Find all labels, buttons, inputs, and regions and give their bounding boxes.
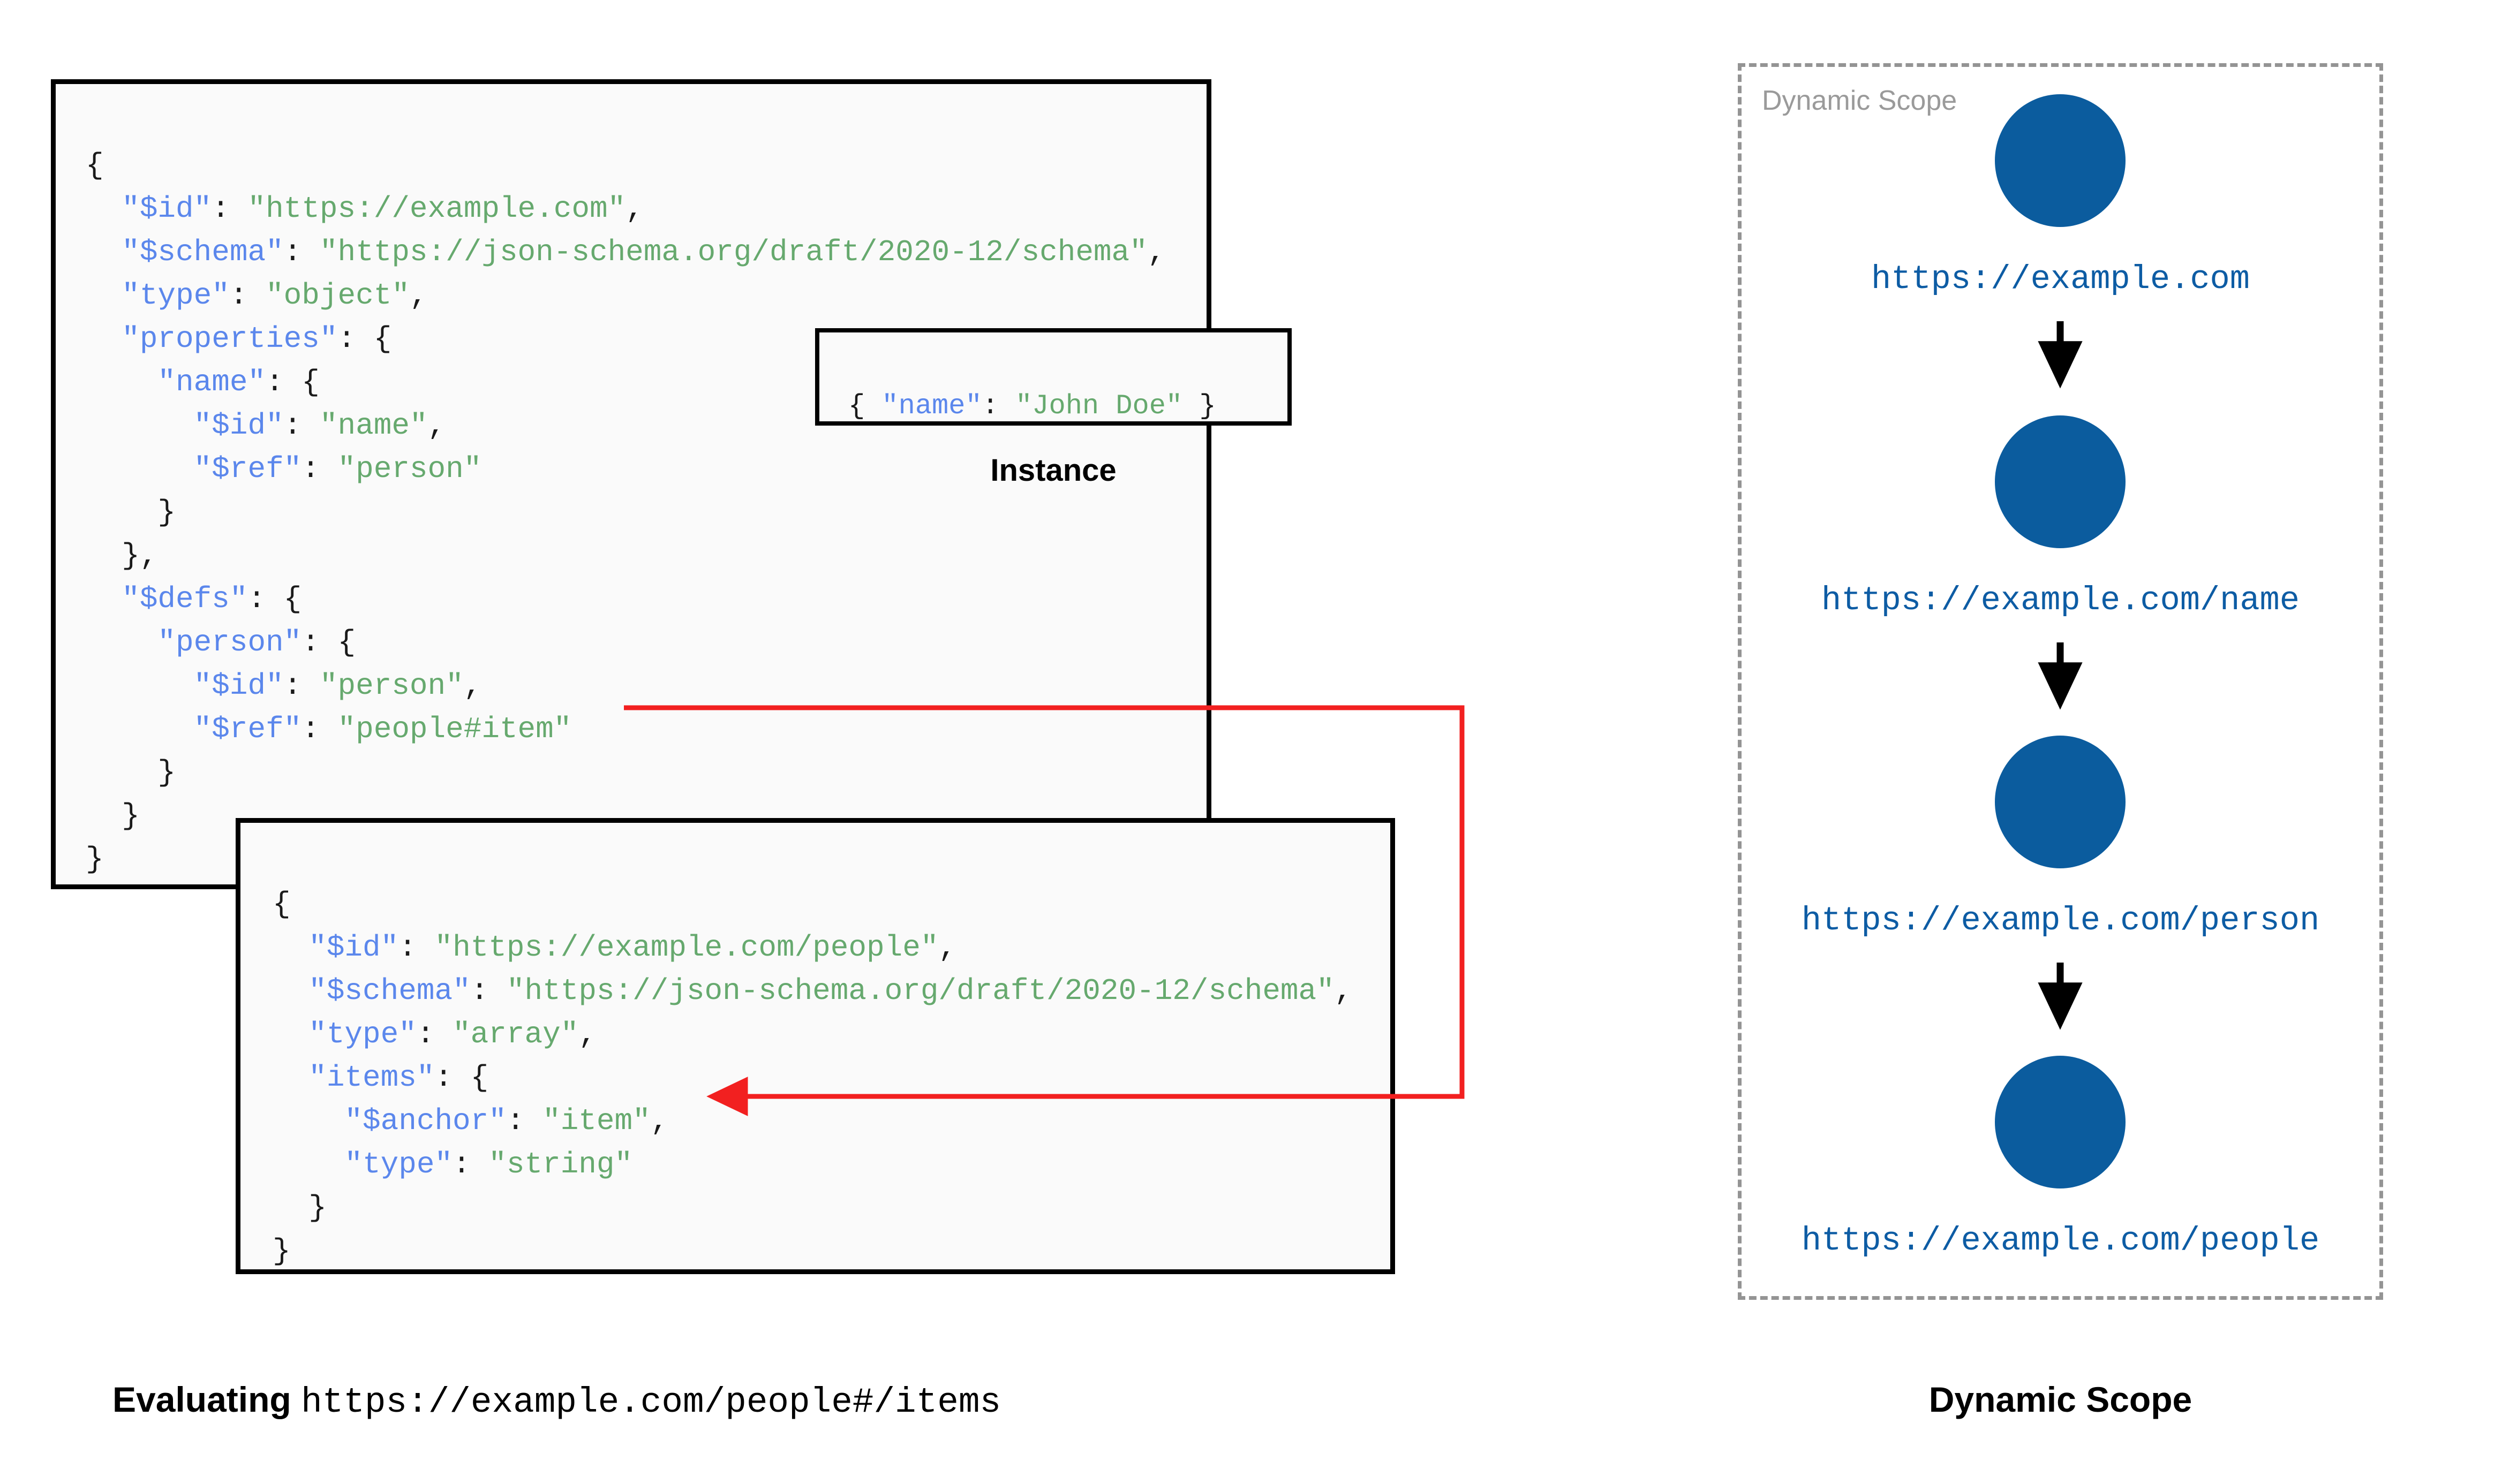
dynamic-scope-inner-label: Dynamic Scope [1762, 85, 1957, 116]
instance-code: { "name": "John Doe" } [848, 390, 1216, 422]
instance-box: { "name": "John Doe" } [815, 328, 1292, 426]
people-schema-code: { "$id": "https://example.com/people", "… [273, 887, 1353, 1268]
evaluating-caption-uri: https://example.com/people#/items [301, 1382, 1001, 1422]
scope-node-label-2: https://example.com/person [1801, 902, 2320, 940]
scope-node-2 [1995, 736, 2126, 868]
people-schema-box: { "$id": "https://example.com/people", "… [236, 818, 1395, 1274]
scope-node-label-3: https://example.com/people [1801, 1222, 2320, 1260]
instance-label: Instance [990, 453, 1117, 488]
dynamic-scope-caption: Dynamic Scope [1928, 1380, 2192, 1419]
scope-node-0 [1995, 94, 2126, 227]
evaluating-caption: Evaluating https://example.com/people#/i… [112, 1379, 1001, 1422]
root-schema-code: { "$id": "https://example.com", "$schema… [86, 148, 1166, 876]
scope-node-label-1: https://example.com/name [1821, 581, 2300, 619]
scope-node-1 [1995, 415, 2126, 548]
scope-node-3 [1995, 1056, 2126, 1188]
dynamic-scope-panel [1738, 63, 2383, 1300]
evaluating-caption-prefix: Evaluating [112, 1380, 302, 1419]
scope-node-label-0: https://example.com [1871, 260, 2250, 298]
